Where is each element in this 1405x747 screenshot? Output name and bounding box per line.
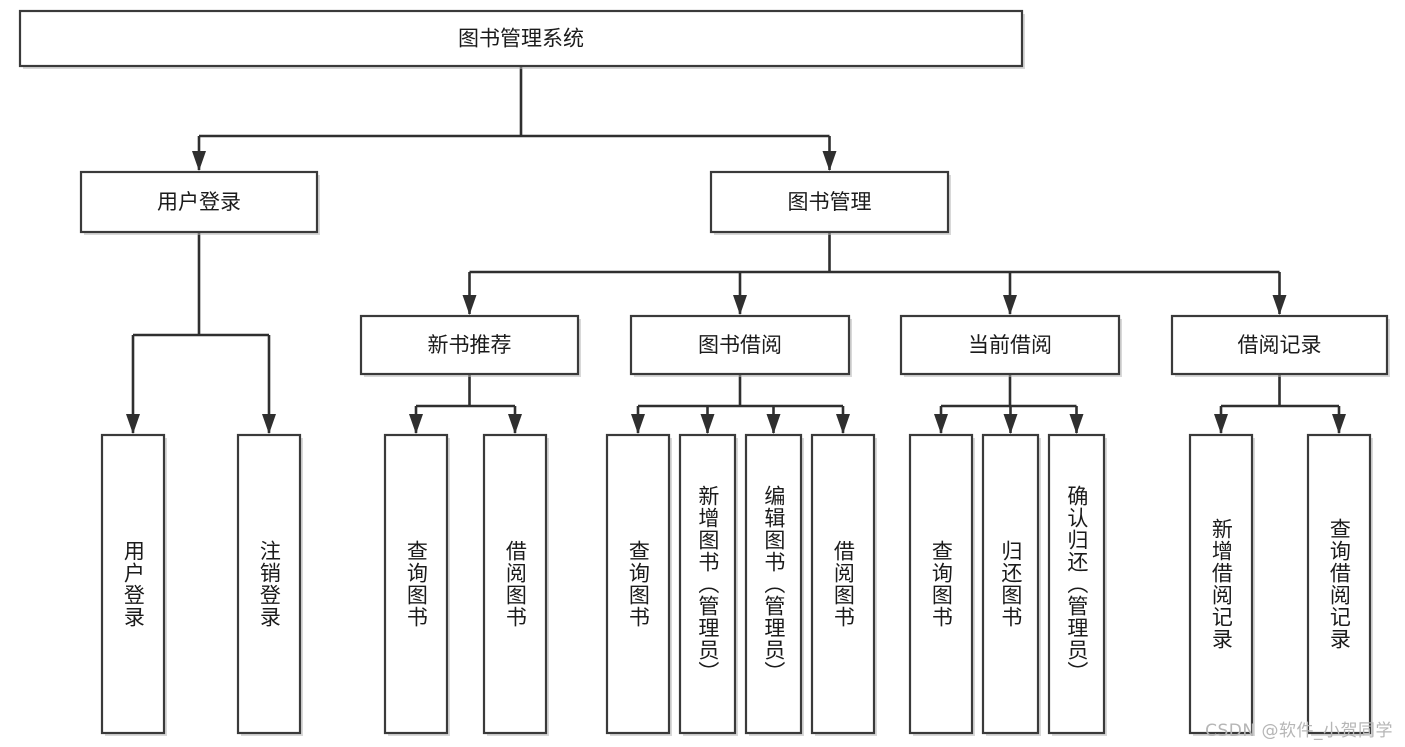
node-current-borrow[interactable] xyxy=(899,314,1121,376)
arrow-head-icon xyxy=(1272,295,1287,315)
arrow-head-icon xyxy=(934,414,948,434)
node-label: 图书借阅 xyxy=(698,333,782,357)
node-leaf-logout[interactable] xyxy=(236,433,302,735)
node-borrow-record[interactable] xyxy=(1170,314,1389,376)
node-label: 当前借阅 xyxy=(968,333,1052,357)
node-book-borrow[interactable] xyxy=(629,314,851,376)
arrow-head-icon xyxy=(822,151,837,171)
arrow-head-icon xyxy=(192,151,206,171)
arrow-head-icon xyxy=(508,414,522,434)
arrow-head-icon xyxy=(700,414,715,434)
node-leaf-add-book[interactable] xyxy=(678,433,737,735)
node-leaf-add-record[interactable] xyxy=(1188,433,1254,735)
arrow-head-icon xyxy=(1003,414,1018,434)
arrow-head-icon xyxy=(836,414,850,434)
node-leaf-borrow-book[interactable] xyxy=(810,433,876,735)
arrow-head-icon xyxy=(733,295,747,315)
arrow-head-icon xyxy=(1003,295,1017,315)
node-root[interactable] xyxy=(18,9,1024,68)
node-label: 图书管理系统 xyxy=(458,27,584,51)
node-label: 图书管理 xyxy=(788,190,872,214)
node-user-login[interactable] xyxy=(79,170,319,234)
arrow-head-icon xyxy=(1332,414,1346,434)
node-leaf-query-record[interactable] xyxy=(1306,433,1372,735)
arrow-head-icon xyxy=(631,414,645,434)
node-leaf-query-book-borrow[interactable] xyxy=(605,433,671,735)
boxes-layer xyxy=(18,9,1390,736)
arrow-head-icon xyxy=(462,295,477,315)
arrow-head-icon xyxy=(262,414,276,434)
node-leaf-confirm-return[interactable] xyxy=(1047,433,1106,735)
node-leaf-query-book-current[interactable] xyxy=(908,433,974,735)
node-leaf-return-book[interactable] xyxy=(981,433,1040,735)
node-new-book-recommend[interactable] xyxy=(359,314,580,376)
node-book-manage[interactable] xyxy=(709,170,950,234)
watermark-text: CSDN @软件_小贺同学 xyxy=(1205,721,1393,741)
connectors-layer xyxy=(126,66,1346,434)
arrow-head-icon xyxy=(1069,414,1084,434)
arrow-head-icon xyxy=(409,414,423,434)
node-leaf-edit-book[interactable] xyxy=(744,433,803,735)
node-leaf-user-login[interactable] xyxy=(100,433,166,735)
node-label: 借阅记录 xyxy=(1238,333,1322,357)
node-label: 新书推荐 xyxy=(428,333,512,357)
node-leaf-query-book-rec[interactable] xyxy=(383,433,449,735)
node-leaf-borrow-book-rec[interactable] xyxy=(482,433,548,735)
arrow-head-icon xyxy=(766,414,781,434)
arrow-head-icon xyxy=(1214,414,1228,434)
node-label: 用户登录 xyxy=(157,190,241,214)
arrow-head-icon xyxy=(126,414,140,434)
